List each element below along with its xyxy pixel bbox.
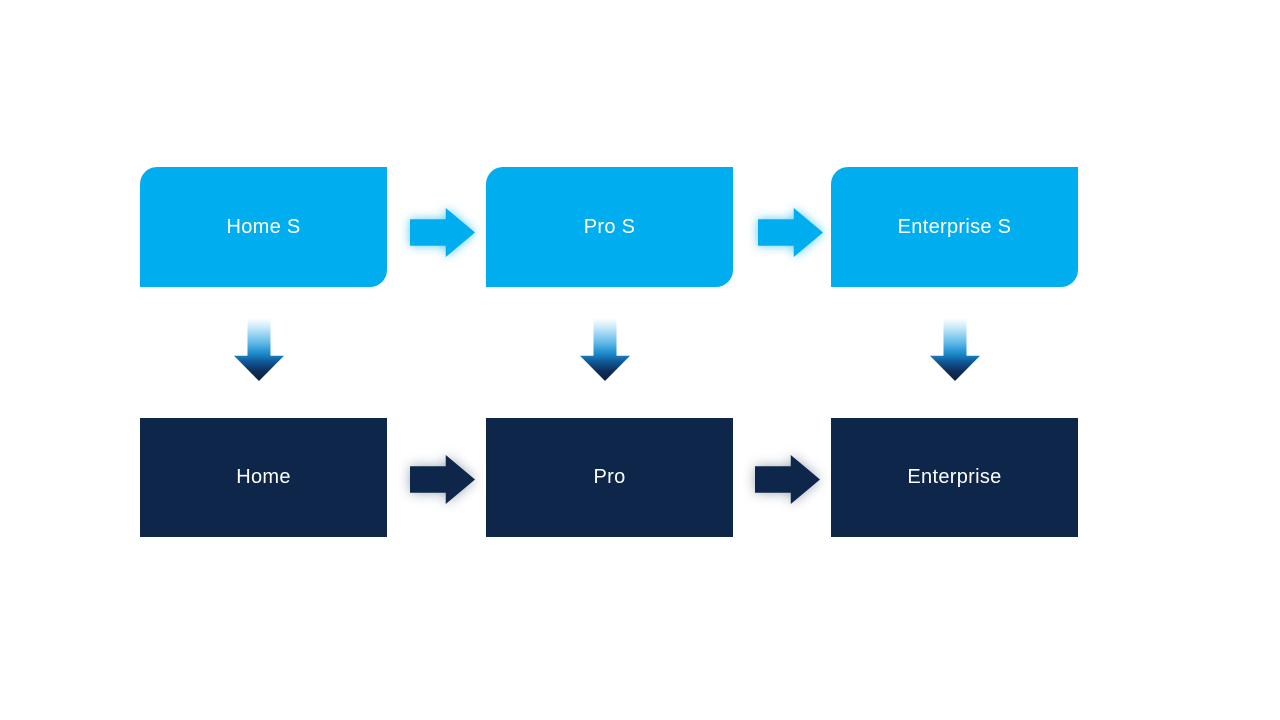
down-arrow-shape — [580, 318, 630, 381]
node-home: Home — [140, 418, 387, 537]
right-arrow-icon — [758, 208, 823, 257]
right-arrow-shape — [410, 208, 475, 257]
node-label: Pro S — [583, 215, 636, 238]
down-arrow-icon — [930, 318, 980, 381]
node-label: Home — [236, 466, 291, 488]
node-enterprise-s: Enterprise S — [831, 167, 1078, 287]
node-pro-s: Pro S — [486, 167, 733, 287]
down-arrow-shape — [234, 318, 284, 381]
down-arrow-shape — [930, 318, 980, 381]
node-home-s: Home S — [140, 167, 387, 287]
node-enterprise: Enterprise — [831, 418, 1078, 537]
node-label: Pro — [593, 466, 626, 488]
down-arrow-icon — [234, 318, 284, 381]
node-label: Enterprise — [907, 466, 1002, 488]
down-arrow-icon — [580, 318, 630, 381]
right-arrow-icon — [755, 455, 820, 504]
right-arrow-shape — [755, 455, 820, 504]
right-arrow-shape — [758, 208, 823, 257]
right-arrow-shape — [410, 455, 475, 504]
node-pro: Pro — [486, 418, 733, 537]
right-arrow-icon — [410, 455, 475, 504]
node-label: Enterprise S — [897, 215, 1012, 238]
right-arrow-icon — [410, 208, 475, 257]
node-label: Home S — [226, 215, 301, 238]
